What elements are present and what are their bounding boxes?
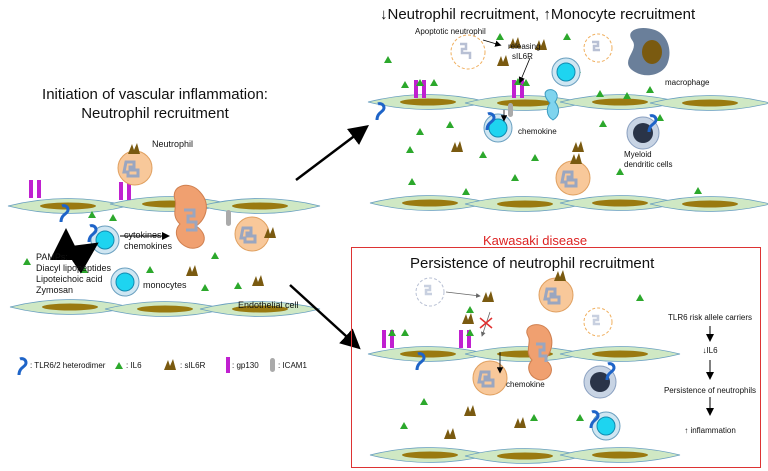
legend-tlr-icon: [17, 357, 28, 377]
left-title-line2: Neutrophil recruitment: [81, 105, 229, 122]
arrow: [480, 311, 491, 337]
myeloid-label-1: Myeloid: [624, 150, 652, 159]
neutrophil-cell: [233, 215, 271, 253]
legend-tlr-label: : TLR6/2 heterodimer: [30, 361, 106, 370]
kawasaki-header: Kawasaki disease: [483, 233, 588, 248]
arrow-to-kawasaki-panel: [289, 284, 361, 350]
monocyte-cell: [110, 267, 140, 297]
arrow: [518, 57, 531, 84]
kawasaki-title: Persistence of neutrophil recruitment: [410, 255, 655, 272]
left-title-line1: Initiation of vascular inflammation:: [42, 86, 268, 103]
releasing-label-2: sIL6R: [512, 52, 533, 61]
apoptotic-neutrophil: [415, 277, 445, 307]
icam1-symbol: [508, 103, 513, 117]
down-arrow-icon: ↓: [380, 6, 388, 23]
legend-il6-icon: [115, 362, 123, 369]
pamps-line: Zymosan: [36, 285, 74, 295]
legend-icam1-label: : ICAM1: [278, 361, 307, 370]
up-arrow-icon: ↑: [684, 426, 691, 435]
icam1-symbol: [226, 210, 231, 226]
legend-gp130-icon: [226, 357, 230, 373]
legend-il6-label: : IL6: [126, 361, 142, 370]
cytokines-label: cytokines: [124, 230, 162, 240]
endothelial-label: Endothelial cell: [238, 300, 299, 310]
legend-sil6r-icon: [164, 359, 176, 370]
kawasaki-panel: [351, 247, 761, 468]
legend-icam1-icon: [270, 358, 275, 372]
apoptotic-neutrophil: [450, 34, 486, 70]
monocyte-cell: [551, 57, 581, 87]
legend-sil6r-label: : sIL6R: [180, 361, 206, 370]
flow-il6-label: IL6: [706, 346, 718, 355]
flow-step-inflammation: ↑ inflammation: [666, 426, 754, 436]
sil6r-symbol: [186, 265, 264, 286]
monocytes-label: monocytes: [143, 280, 187, 290]
gp130-receptor: [29, 180, 131, 200]
arrow: [445, 291, 481, 298]
down-arrow-icon: ↓: [702, 346, 707, 355]
neutrophil-cell: [554, 159, 592, 197]
macrophage-label: macrophage: [665, 78, 710, 87]
neutrophil-cell: [116, 149, 154, 187]
flow-step-risk-allele: TLR6 risk allele carriers: [667, 313, 753, 322]
myeloid-label-2: dendritic cells: [624, 160, 673, 169]
sil6r-symbol: [570, 153, 582, 164]
top-title-part1: Neutrophil recruitment,: [387, 6, 540, 23]
transmigrating-monocyte: [544, 89, 559, 121]
apoptotic-neutrophil: [583, 33, 613, 63]
top-panel-title: ↓Neutrophil recruitment, ↑Monocyte recru…: [380, 6, 695, 23]
pamps-line: Lipoteichoic acid: [36, 274, 103, 284]
flow-inflammation-label: inflammation: [690, 426, 736, 435]
left-endothelium-top: [7, 196, 321, 214]
up-arrow-icon: ↑: [543, 6, 551, 23]
transmigrating-neutrophil: [173, 184, 207, 249]
kawasaki-chemokine-label: chemokine: [506, 380, 545, 389]
top-title-part2: Monocyte recruitment: [550, 6, 696, 23]
arrow: [482, 39, 502, 47]
legend-gp130-label: : gp130: [232, 361, 259, 370]
apoptotic-neutrophil: [583, 307, 613, 337]
chemokines-label: chemokines: [124, 241, 173, 251]
flow-step-persistence: Persistence of neutrophils: [663, 386, 757, 395]
arrow: [63, 242, 99, 274]
pamps-line: PAMPs:: [36, 252, 68, 262]
arrow-to-top-panel: [295, 124, 369, 181]
flow-step-il6: ↓IL6: [666, 346, 754, 356]
chemokine-label: chemokine: [518, 127, 557, 136]
neutrophil-label: Neutrophil: [152, 139, 194, 149]
blocked-cross: [479, 317, 493, 329]
left-title: Initiation of vascular inflammation: Neu…: [20, 85, 290, 123]
tlr-receptor: [375, 102, 386, 122]
pamps-list: PAMPs: Diacyl lipopeptides Lipoteichoic …: [36, 252, 111, 296]
apoptotic-label: Apoptotic neutrophil: [415, 27, 486, 36]
pamps-line: Diacyl lipopeptides: [36, 263, 112, 273]
releasing-label-1: releasing: [508, 42, 541, 51]
sil6r-symbol: [128, 143, 140, 154]
